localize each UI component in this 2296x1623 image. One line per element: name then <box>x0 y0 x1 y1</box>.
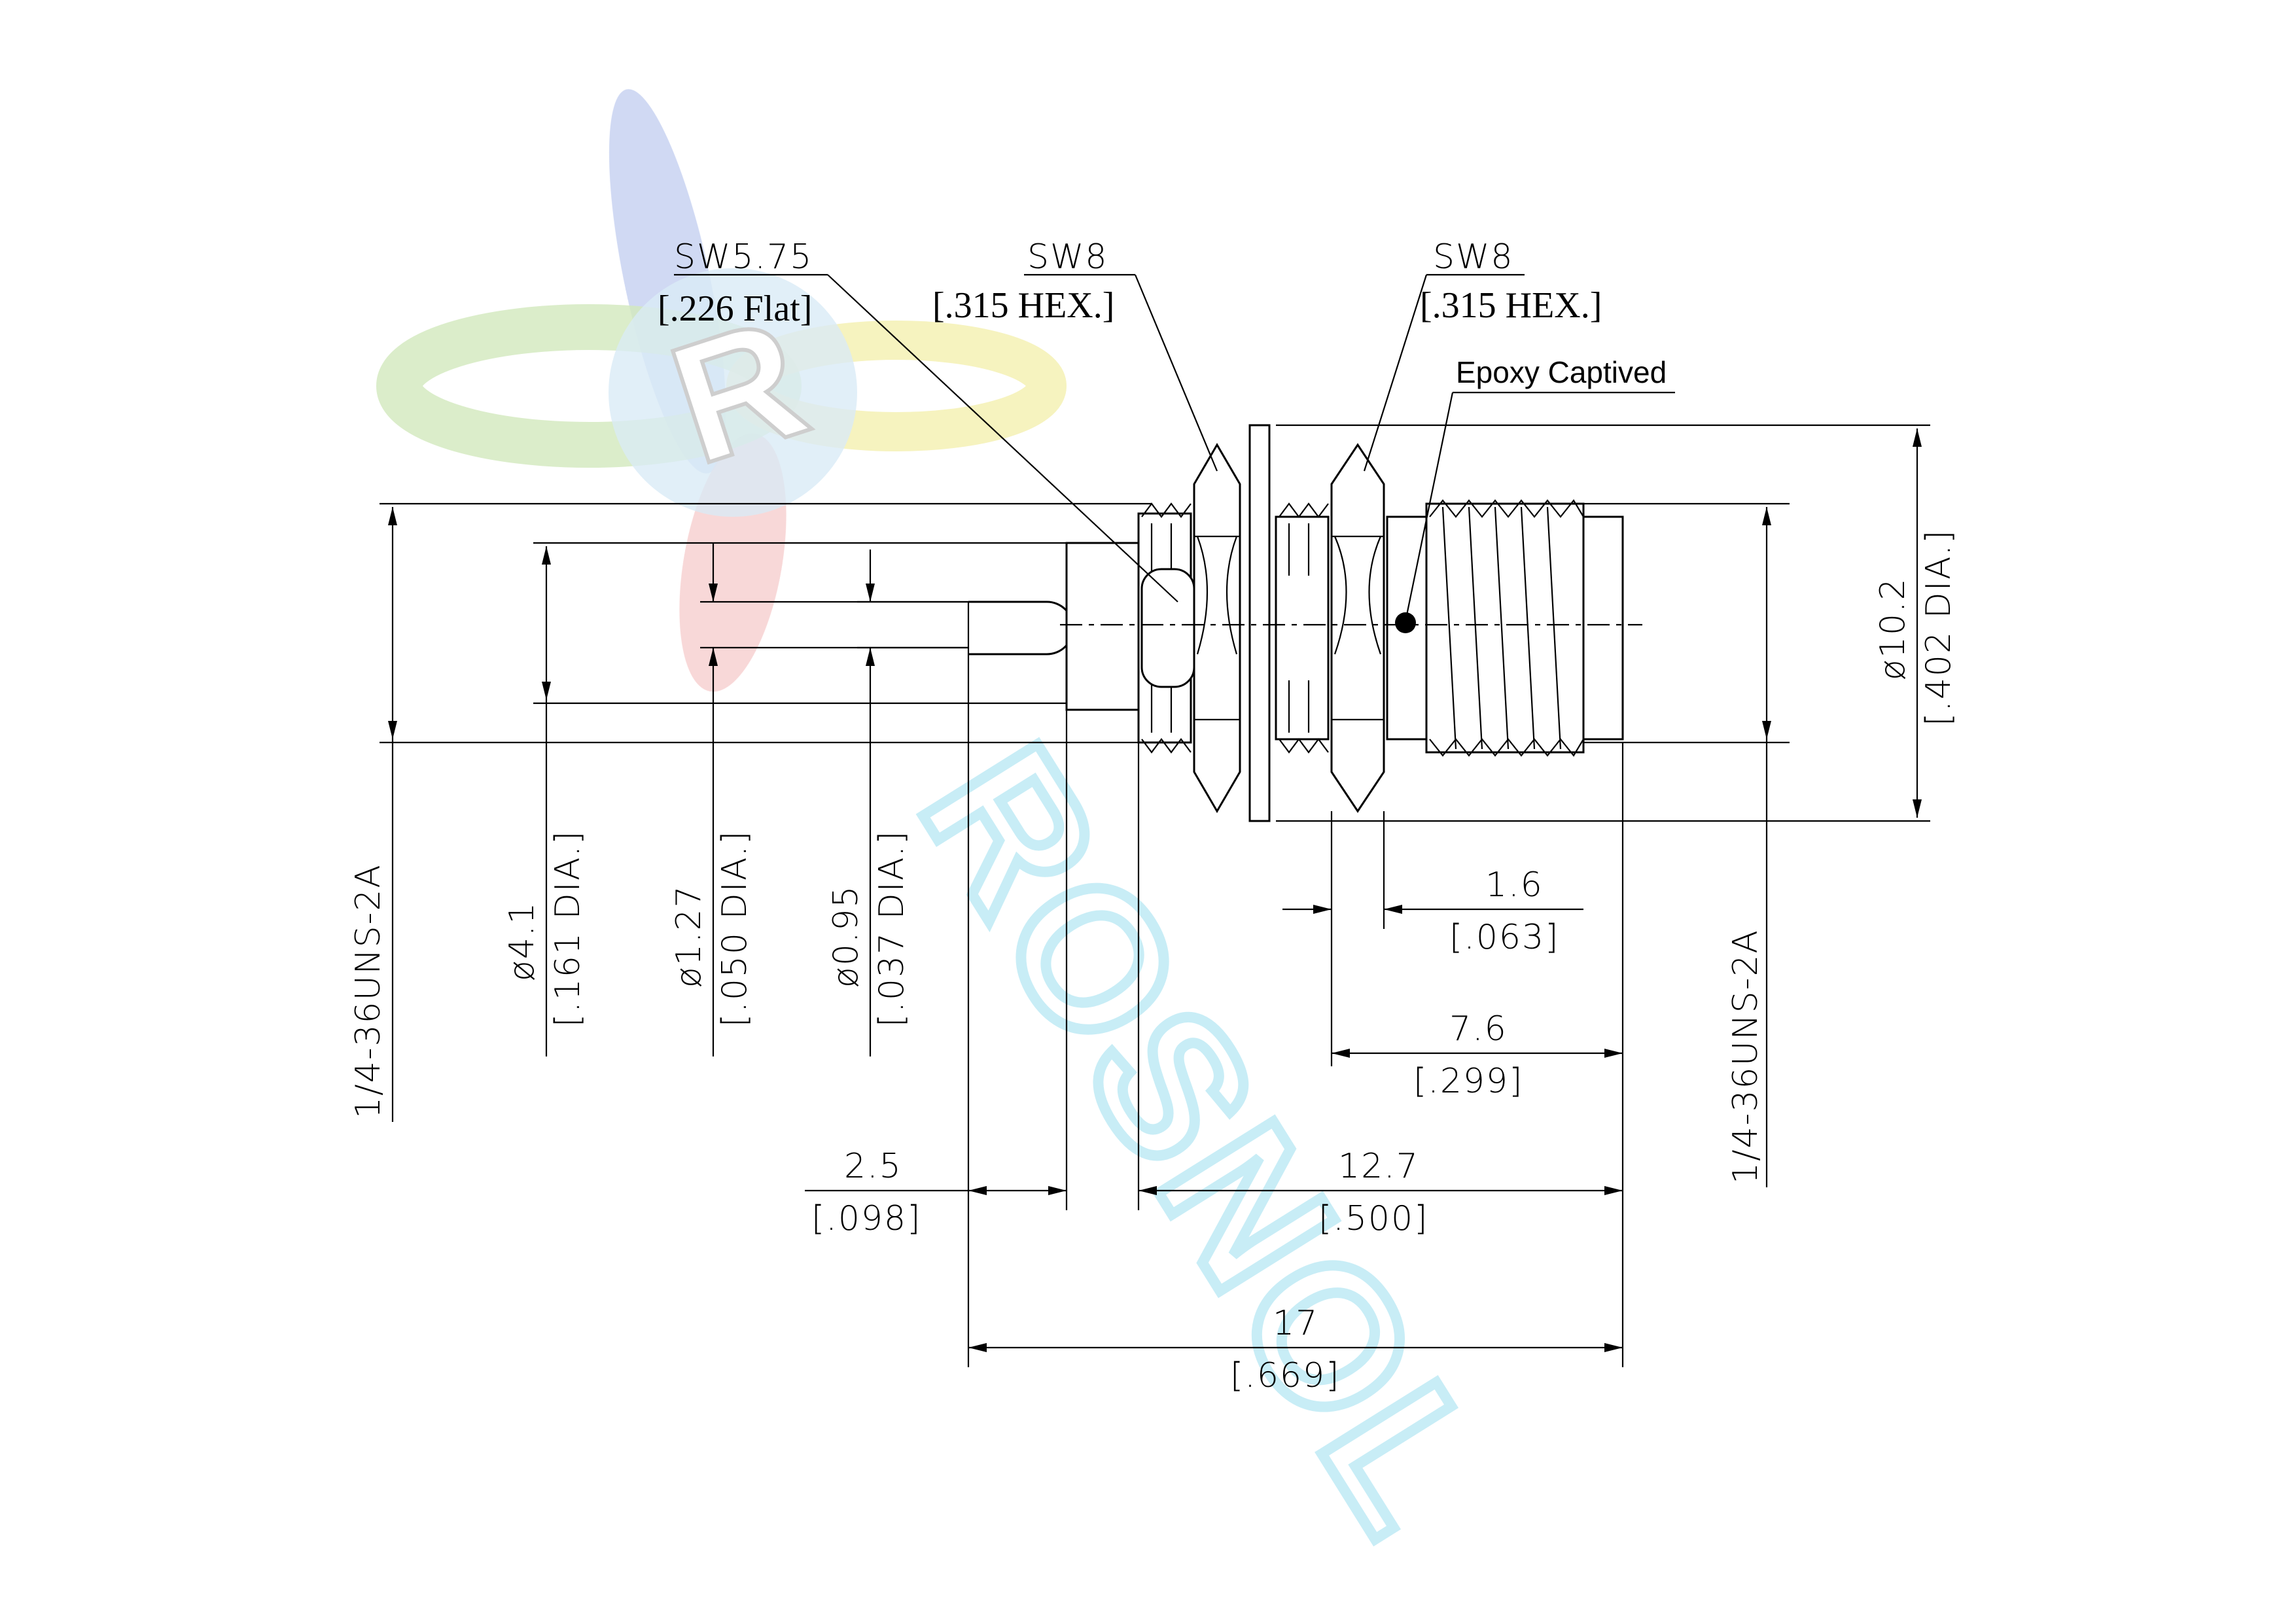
diameter-dimensions <box>388 428 1922 1187</box>
logo-globe <box>609 268 857 517</box>
hex-nut-left <box>1193 443 1241 813</box>
leader-lines <box>674 273 1675 616</box>
dim-len-12-7-metric: 12.7 <box>1338 1147 1419 1186</box>
length-dimensions <box>805 905 1623 1352</box>
dim-dia-0-95-inch: [.037 DIA.] <box>872 830 911 1027</box>
dim-dia-4-1-metric: ø4.1 <box>503 901 542 981</box>
connector-body <box>967 424 1642 822</box>
dim-len-1-6-inch: [.063] <box>1449 918 1559 957</box>
dim-len-2-5-inch: [.098] <box>811 1199 921 1238</box>
callout-sw8-right-inch: [.315 HEX.] <box>1420 285 1602 326</box>
dim-len-1-6-metric: 1.6 <box>1485 865 1544 905</box>
callout-sw575-metric: SW5.75 <box>674 237 813 277</box>
extension-lines <box>380 424 1930 1367</box>
dim-dia-1-27-inch: [.050 DIA.] <box>715 830 754 1027</box>
hex-nut-right <box>1330 443 1385 813</box>
dim-dia-10-2-inch: [.402 DIA.] <box>1919 529 1958 726</box>
logo-watermark: R <box>376 89 1067 692</box>
callout-epoxy: Epoxy Captived <box>1456 355 1667 389</box>
callout-sw8-left-metric: SW8 <box>1027 237 1108 277</box>
epoxy-dot <box>1395 612 1416 633</box>
dimension-labels: 1/4-36UNS-2A ø4.1 [.161 DIA.] ø1.27 [.05… <box>349 529 1958 1395</box>
callout-sw8-right-metric: SW8 <box>1433 237 1514 277</box>
dim-dia-10-2-metric: ø10.2 <box>1873 577 1913 680</box>
washer <box>1248 424 1271 822</box>
middle-thread <box>1275 502 1330 754</box>
contact-pin <box>968 601 1074 655</box>
dim-len-7-6-metric: 7.6 <box>1449 1009 1508 1049</box>
callout-sw575-inch: [.226 Flat] <box>658 288 812 329</box>
brand-watermark-text: ROSNOL <box>881 710 1533 1572</box>
dim-thread-left: 1/4-36UNS-2A <box>349 864 388 1119</box>
dim-len-2-5-metric: 2.5 <box>844 1147 902 1186</box>
callouts: SW5.75 [.226 Flat] SW8 [.315 HEX.] SW8 [… <box>658 237 1667 389</box>
right-thread <box>1386 499 1624 757</box>
dim-len-7-6-inch: [.299] <box>1413 1062 1523 1101</box>
dim-dia-4-1-inch: [.161 DIA.] <box>548 830 588 1027</box>
dim-len-12-7-inch: [.500] <box>1318 1199 1428 1238</box>
dim-dia-0-95-metric: ø0.95 <box>826 884 866 988</box>
brand-watermark: ROSNOL <box>875 705 1538 1577</box>
dim-len-17-metric: 17 <box>1273 1304 1318 1343</box>
pin-collar <box>1065 542 1140 711</box>
dim-len-17-inch: [.669] <box>1230 1356 1340 1395</box>
callout-sw8-left-inch: [.315 HEX.] <box>932 285 1114 326</box>
dim-thread-right: 1/4-36UNS-2A <box>1726 929 1765 1184</box>
dim-dia-1-27-metric: ø1.27 <box>669 884 709 988</box>
flat-wrench <box>1140 568 1195 688</box>
